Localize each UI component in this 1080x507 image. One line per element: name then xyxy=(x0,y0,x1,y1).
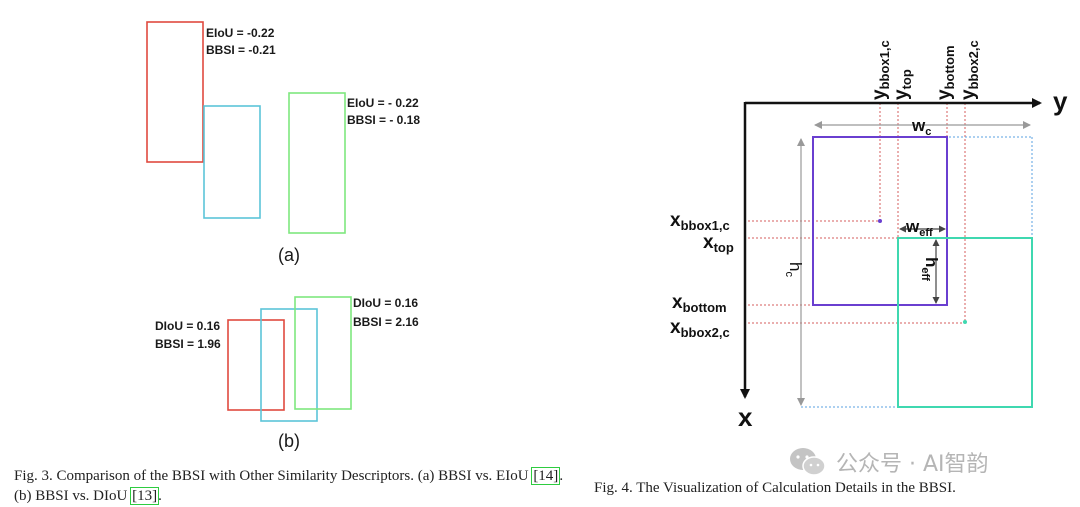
teal-box xyxy=(897,237,1033,408)
guide-lines xyxy=(748,103,1033,408)
fig3a-cyan-box xyxy=(203,105,261,219)
label-x-bbox2: xbbox2,c xyxy=(670,317,730,340)
watermark: 公众号 · AI智韵 xyxy=(788,446,989,478)
label-y-bbox2: ybbox2,c xyxy=(958,40,981,100)
label-hc: hc xyxy=(783,262,805,277)
label-heff: heff xyxy=(919,257,941,281)
label-y-top: ytop xyxy=(891,69,914,100)
fig3b-diou-right: DIoU = 0.16 xyxy=(353,296,418,310)
label-x-bbox1: xbbox1,c xyxy=(670,210,730,233)
bbox1-center-dot xyxy=(878,219,882,223)
fig3b-panel: DIoU = 0.16 BBSI = 1.96 DIoU = 0.16 BBSI… xyxy=(155,296,419,451)
fig3a-panel: EIoU = -0.22 BBSI = -0.21 EIoU = - 0.22 … xyxy=(146,21,420,265)
label-x-bottom: xbottom xyxy=(672,292,727,315)
bbox2-center-dot xyxy=(963,320,967,324)
ref-link-14[interactable]: [14] xyxy=(531,467,561,485)
fig3a-eiou-2: EIoU = - 0.22 xyxy=(347,96,419,110)
fig3b-bbsi-right: BBSI = 2.16 xyxy=(353,315,419,329)
fig3b-label: (b) xyxy=(278,431,300,451)
fig3b-bbsi-left: BBSI = 1.96 xyxy=(155,337,221,351)
fig3b-cyan-box xyxy=(260,308,318,422)
fig3b-diou-left: DIoU = 0.16 xyxy=(155,319,220,333)
purple-box xyxy=(812,136,948,306)
watermark-text: 公众号 · AI智韵 xyxy=(836,452,989,477)
y-axis-label: y xyxy=(1053,86,1068,116)
fig3a-label: (a) xyxy=(278,245,300,265)
fig3a-eiou-1: EIoU = -0.22 xyxy=(206,26,275,40)
fig3-caption: Fig. 3. Comparison of the BBSI with Othe… xyxy=(14,467,564,505)
fig3a-bbsi-1: BBSI = -0.21 xyxy=(206,43,276,57)
label-y-bbox1: ybbox1,c xyxy=(869,40,892,100)
fig4-caption: Fig. 4. The Visualization of Calculation… xyxy=(594,480,956,496)
x-axis-label: x xyxy=(738,402,753,432)
fig3a-bbsi-2: BBSI = - 0.18 xyxy=(347,113,420,127)
fig3b-green-box xyxy=(294,296,352,410)
fig3a-red-box xyxy=(146,21,204,163)
wechat-icon xyxy=(790,448,826,476)
label-wc: wc xyxy=(911,116,931,138)
fig3a-green-box xyxy=(288,92,346,234)
label-x-top: xtop xyxy=(703,232,734,255)
fig4-panel: y x ybbox1,c ytop ybottom ybbox2,c xbbox… xyxy=(670,40,1068,432)
label-y-bottom: ybottom xyxy=(934,45,957,100)
fig3b-red-box xyxy=(227,319,285,411)
label-weff: weff xyxy=(905,217,933,239)
ref-link-13[interactable]: [13] xyxy=(130,487,160,505)
